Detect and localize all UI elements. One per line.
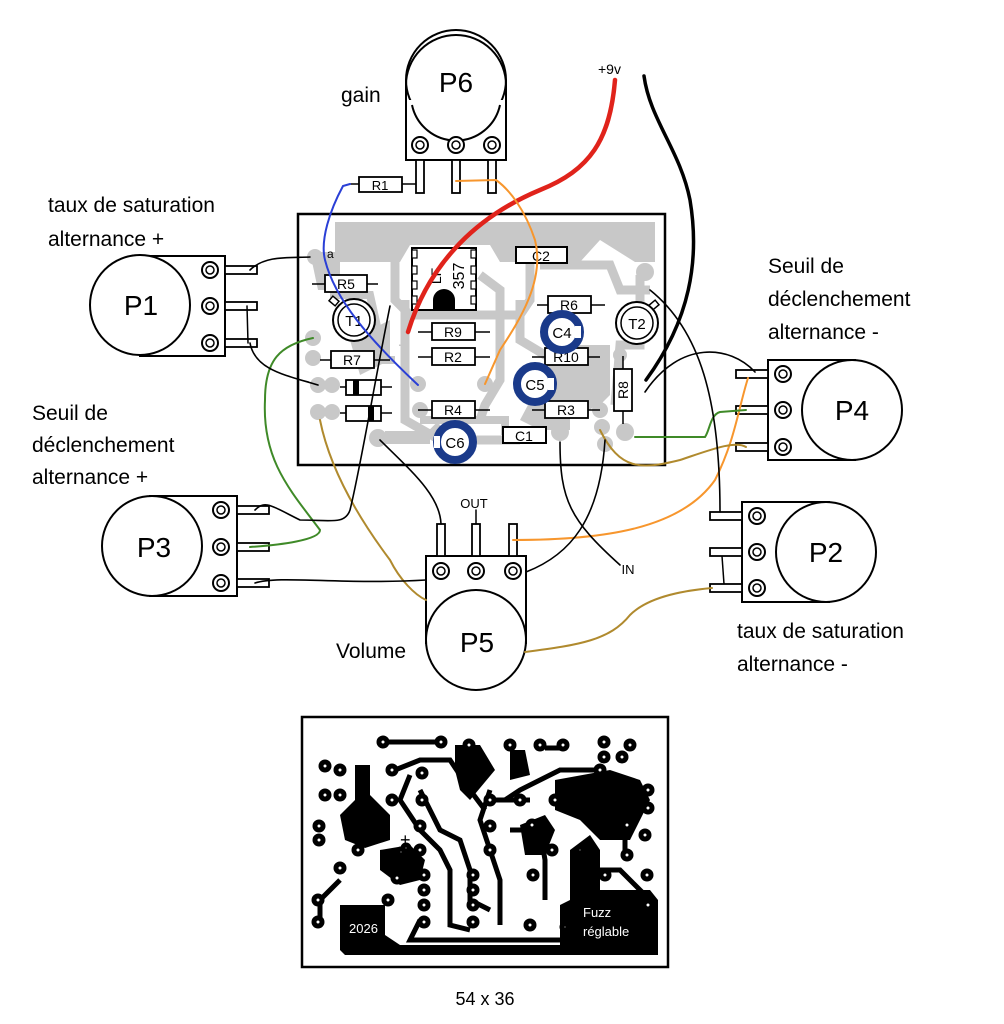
pad-a-label: a [327,247,334,261]
t1-label: T1 [345,313,363,330]
wires [246,74,756,653]
r5-label: R5 [337,276,355,292]
p2-label: P2 [809,537,843,568]
gain-label: gain [341,84,381,107]
pcb-year-label: 2026 [349,921,378,936]
wire-ochre-p5 [319,419,427,601]
p1-label: P1 [124,290,158,321]
wire-ochre-p4 [599,429,747,467]
p5-label: P5 [460,627,494,658]
wire-black-p1-jumper [246,305,249,344]
wire-orange-p6 [455,178,539,385]
resistor-r4: R4 [418,400,490,419]
wire-black-p1-bottom [249,342,319,386]
p3-caption-line1: Seuil de [32,402,108,425]
wire-black-p4-top [644,351,756,393]
pcb-bottom-plus: + [400,830,411,850]
r3-label: R3 [557,402,575,418]
wire-red-9v [405,77,618,335]
out-label: OUT [460,496,488,511]
p4-caption-line1: Seuil de [768,255,844,278]
p4-caption-line2: déclenchement [768,288,911,311]
wire-black-in [559,441,621,566]
ic-notch [433,289,455,310]
c4-label: C4 [552,325,571,342]
wire-black-p1-top [249,256,311,271]
wire-black-ground [642,74,696,382]
wire-black-t2-p2 [649,289,721,513]
dimensions-label: 54 x 36 [455,989,514,1009]
transistor-t2: T2 [615,299,661,345]
volume-label: Volume [336,640,406,663]
p1-caption-line1: taux de saturation [48,194,215,217]
pcb-name-line1: Fuzz [583,905,611,920]
capacitor-c6: C6 [433,420,477,464]
ic-label-2: 357 [451,263,468,290]
wire-green-p3 [249,337,322,548]
r7-label: R7 [343,352,361,368]
potentiometer-p2[interactable]: P2 [709,501,877,603]
capacitor-c5: C5 [513,362,557,406]
resistor-r2: R2 [418,347,490,366]
ic-lf357: LF 357 [411,247,477,311]
pcb-bottom: + 2026 Fuzz réglable [300,715,670,969]
p2-caption-line2: alternance - [737,653,848,676]
c6-label: C6 [445,435,464,452]
wire-orange-p5-p4 [512,377,749,541]
r6-label: R6 [560,297,578,313]
capacitor-c2: C2 [515,246,568,264]
potentiometer-p1[interactable]: P1 [89,254,258,357]
p1-caption-line2: alternance + [48,228,164,251]
p4-label: P4 [835,395,869,426]
power-label: +9v [598,61,621,77]
wire-black-p3-p5 [254,578,427,584]
wire-black-p5-pin3 [525,439,606,573]
p3-caption-line2: déclenchement [32,434,175,457]
r9-label: R9 [444,324,462,340]
r2-label: R2 [444,349,462,365]
pcb-bottom-copper [311,735,658,955]
c1-label: C1 [515,428,533,444]
resistor-r7: R7 [320,350,390,369]
potentiometer-p3[interactable]: P3 [101,495,270,597]
labels: gain +9v taux de saturation alternance +… [32,61,911,676]
r4-label: R4 [444,402,462,418]
wire-black-p5-pin1 [379,439,442,525]
resistor-r1: R1 [350,176,416,193]
resistor-r9: R9 [418,322,490,341]
diode-2 [340,405,392,422]
resistor-r8: R8 [613,356,633,424]
wire-green-p4 [634,409,747,438]
wire-blue-r1 [322,183,419,386]
in-label: IN [622,562,635,577]
wire-black-diagonal [254,305,391,522]
p3-label: P3 [137,532,171,563]
capacitor-c4: C4 [540,310,584,354]
potentiometer-p5[interactable]: P5 [425,523,527,691]
pcb-name-line2: réglable [583,924,629,939]
pcb-top: + a LF 357 R5 R7 [296,212,667,467]
wire-ochre-p2 [524,587,713,653]
c2-label: C2 [532,248,550,264]
resistor-r6: R6 [537,295,605,314]
capacitor-c1: C1 [502,426,547,444]
p3-caption-line3: alternance + [32,466,148,489]
potentiometer-p6[interactable]: P6 [405,29,507,194]
t2-label: T2 [628,316,646,333]
p4-caption-line3: alternance - [768,321,879,344]
polarity-plus-mark: + [398,335,410,357]
p6-label: P6 [439,67,473,98]
p2-caption-line1: taux de saturation [737,620,904,643]
r1-label: R1 [372,178,389,193]
diode-1 [340,379,392,396]
c5-label: C5 [525,377,544,394]
r8-label: R8 [615,381,631,399]
resistor-r3: R3 [532,400,600,419]
potentiometer-p4[interactable]: P4 [735,359,903,461]
